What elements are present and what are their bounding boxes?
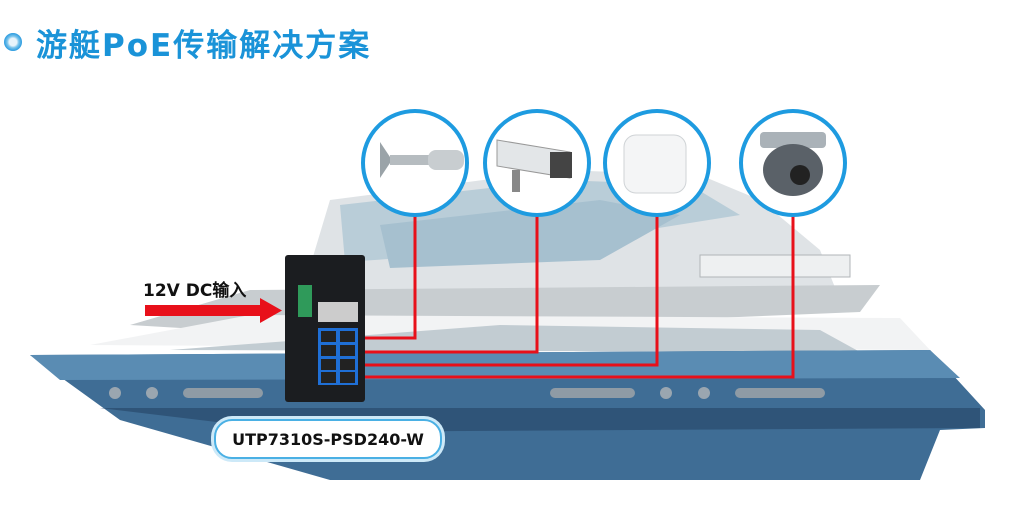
title-bullet-icon <box>4 33 22 51</box>
cable-bullet-camera <box>365 215 539 354</box>
cable-dome-camera <box>365 215 795 379</box>
power-arrow-icon <box>145 298 282 323</box>
device-bullet-camera <box>483 109 591 217</box>
yacht-hull <box>30 350 985 480</box>
cable-ap <box>365 215 659 367</box>
poe-switch <box>285 255 365 402</box>
device-dome-camera <box>739 109 847 217</box>
page-title: 游艇PoE传输解决方案 <box>36 28 372 64</box>
device-wireless-ap <box>603 109 711 217</box>
poe-cables <box>365 215 795 379</box>
power-input-label: 12V DC输入 <box>143 281 247 301</box>
model-label: UTP7310S-PSD240-W <box>214 419 442 459</box>
device-horn-speaker <box>361 109 469 217</box>
cable-horn <box>365 215 417 340</box>
